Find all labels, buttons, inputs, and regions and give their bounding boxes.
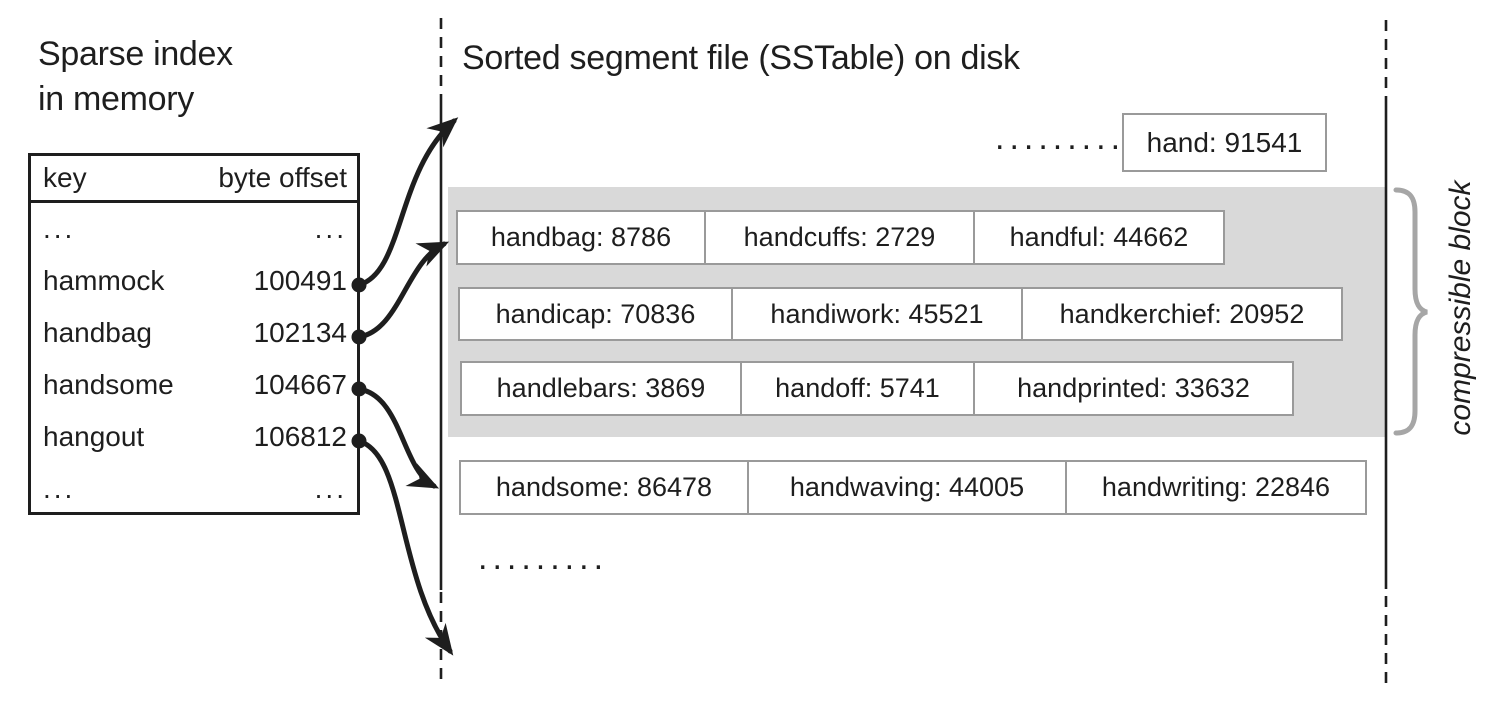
sstable-cell: handkerchief: 20952 [1021, 287, 1343, 341]
table-header-key: key [43, 162, 87, 193]
index-pointer-arrow-hammock [356, 117, 459, 288]
sstable-cell: handcuffs: 2729 [703, 210, 976, 265]
index-offset: 102134 [253, 317, 347, 348]
sparse-index-table: key byte offset ... ... hammock 100491 h… [28, 153, 360, 515]
index-key: handbag [43, 317, 153, 348]
index-offset: 100491 [253, 265, 347, 296]
sstable-cell: handwriting: 22846 [1065, 460, 1367, 515]
sstable-cell: handful: 44662 [973, 210, 1225, 265]
table-row: handbag 102134 [31, 307, 357, 359]
top-ellipsis: ......... [995, 119, 1126, 157]
sstable-cell: handicap: 70836 [458, 287, 733, 341]
index-pointer-arrow-handbag [356, 241, 450, 340]
sstable-row: handicap: 70836 handiwork: 45521 handker… [458, 287, 1343, 341]
index-offset: ... [314, 213, 347, 244]
index-pointer-arrow-hangout [356, 438, 454, 656]
table-row: ... ... [31, 203, 357, 255]
table-row: hammock 100491 [31, 255, 357, 307]
index-pointer-arrow-handsome [356, 386, 440, 489]
table-row: handsome 104667 [31, 359, 357, 411]
sstable-cell: handprinted: 33632 [973, 361, 1294, 416]
table-row: hangout 106812 [31, 411, 357, 463]
sstable-row: handbag: 8786 handcuffs: 2729 handful: 4… [456, 210, 1225, 265]
compressible-block-label: compressible block [1444, 180, 1477, 436]
sstable-row: handsome: 86478 handwaving: 44005 handwr… [459, 460, 1367, 515]
table-header-offset: byte offset [218, 162, 347, 193]
sparse-index-title-line2: in memory [38, 80, 194, 118]
index-offset: ... [314, 473, 347, 504]
index-key: handsome [43, 369, 174, 400]
sstable-cell: handsome: 86478 [459, 460, 749, 515]
index-key: hammock [43, 265, 165, 296]
sstable-cell: handiwork: 45521 [730, 287, 1024, 341]
compressible-block-brace [1393, 187, 1428, 436]
bottom-ellipsis: ......... [478, 539, 609, 577]
hand-key-box: hand: 91541 [1122, 113, 1327, 172]
sparse-index-title: Sparse index in memory [38, 32, 233, 122]
sstable-cell: handoff: 5741 [739, 361, 976, 416]
sstable-cell: handwaving: 44005 [746, 460, 1068, 515]
index-offset: 106812 [253, 421, 347, 452]
sstable-title: Sorted segment file (SSTable) on disk [462, 39, 1020, 77]
sstable-cell: handlebars: 3869 [460, 361, 742, 416]
index-offset: 104667 [253, 369, 347, 400]
sstable-cell: handbag: 8786 [456, 210, 706, 265]
table-row: ... ... [31, 463, 357, 515]
sstable-row: handlebars: 3869 handoff: 5741 handprint… [460, 361, 1294, 416]
sparse-index-table-header: key byte offset [31, 156, 357, 203]
index-key: hangout [43, 421, 145, 452]
index-key: ... [43, 473, 76, 504]
sparse-index-title-line1: Sparse index [38, 35, 233, 73]
index-key: ... [43, 213, 76, 244]
